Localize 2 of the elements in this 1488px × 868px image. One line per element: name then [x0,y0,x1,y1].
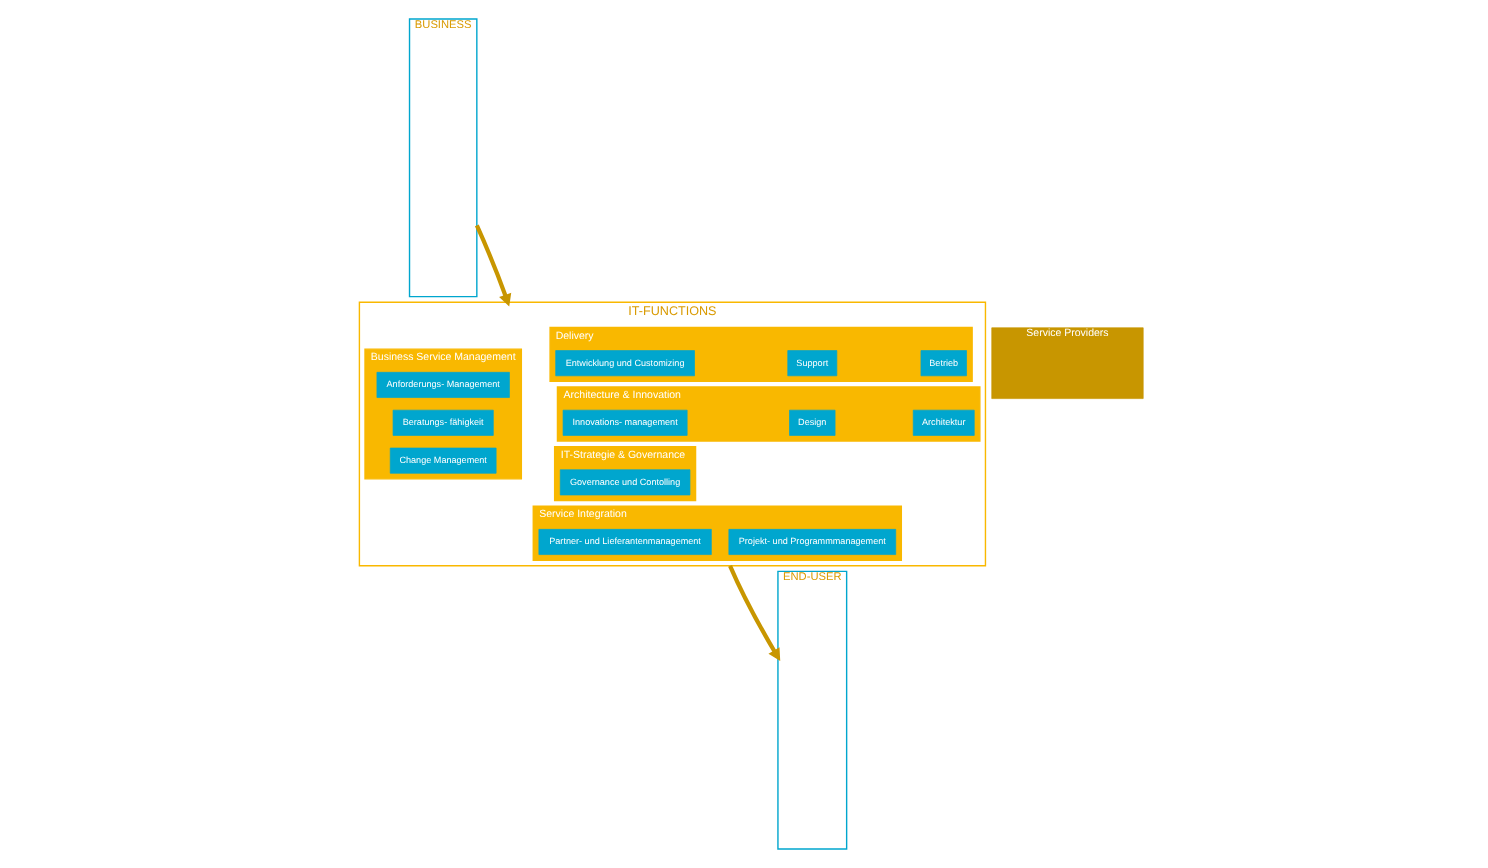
arrow [727,564,780,662]
arrow [473,224,511,307]
